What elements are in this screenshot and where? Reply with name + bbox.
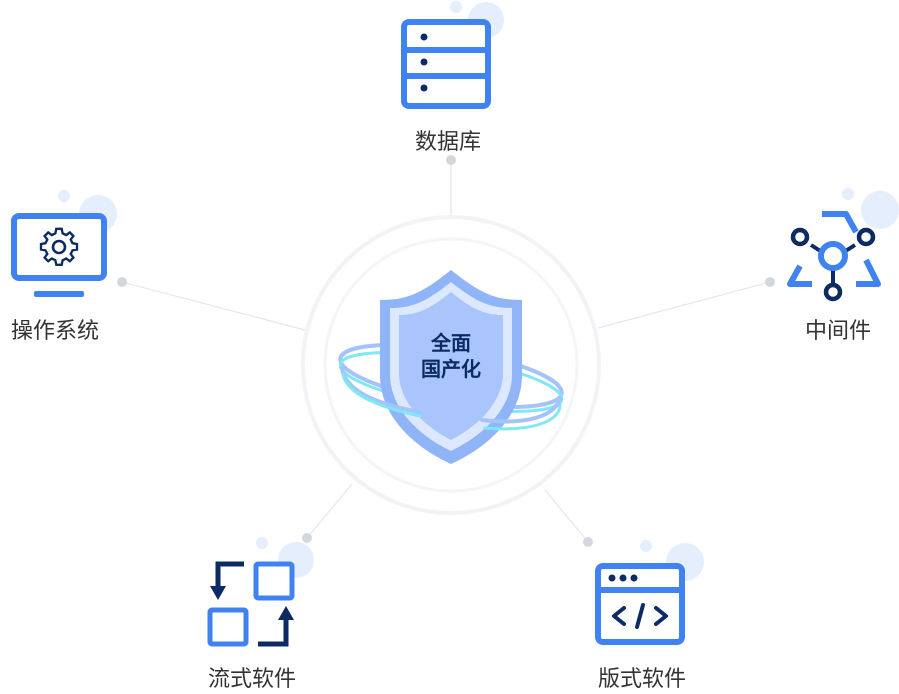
center-rings xyxy=(301,215,601,515)
connector-lines xyxy=(121,160,771,543)
database-server-icon xyxy=(401,1,504,109)
label-database: 数据库 xyxy=(415,130,482,155)
center-title-line2: 国产化 xyxy=(421,357,481,381)
inner-ring xyxy=(323,237,579,493)
center-title: 全面 国产化 xyxy=(391,330,511,382)
center-title-line1: 全面 xyxy=(431,331,471,355)
label-layout: 版式软件 xyxy=(598,667,687,692)
code-window-icon xyxy=(595,540,704,645)
label-os: 操作系统 xyxy=(11,319,100,344)
flow-arrows-icon xyxy=(207,537,314,647)
network-nodes-icon xyxy=(787,188,899,302)
dot-os xyxy=(117,277,127,287)
connector-middleware xyxy=(597,281,771,329)
dot-workflow xyxy=(302,533,312,543)
dot-middleware xyxy=(765,277,775,287)
label-middleware: 中间件 xyxy=(805,319,872,344)
orbit-front xyxy=(340,366,562,431)
dot-database xyxy=(446,155,456,165)
connector-os xyxy=(121,281,306,331)
monitor-gear-icon xyxy=(11,190,117,297)
label-workflow: 流式软件 xyxy=(208,667,297,692)
dot-layout xyxy=(583,537,593,547)
connector-layout xyxy=(544,489,589,543)
connector-dots xyxy=(117,155,775,547)
connector-workflow xyxy=(306,483,353,539)
shield-icon xyxy=(380,270,522,464)
outer-ring xyxy=(301,215,601,515)
